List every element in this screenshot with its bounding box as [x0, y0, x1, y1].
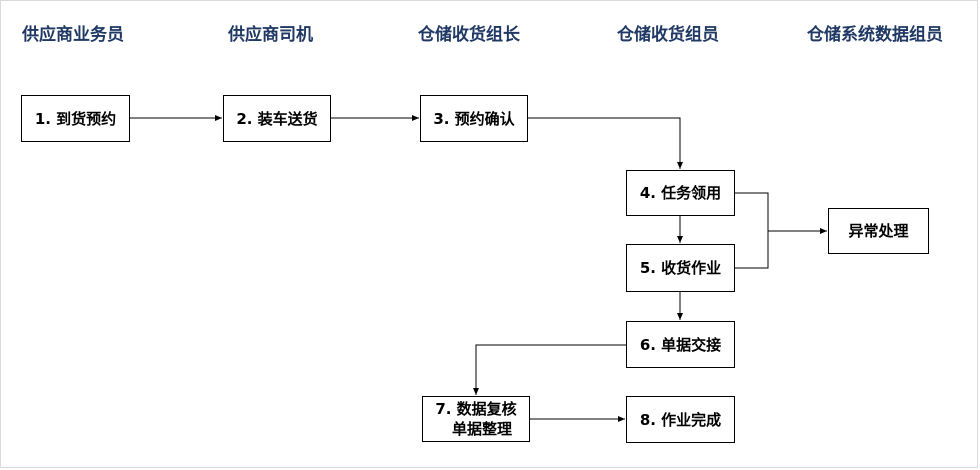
node-load-deliver: 2. 装车送货 — [223, 95, 331, 142]
node-arrival-booking: 1. 到货预约 — [21, 95, 130, 142]
node-data-review-line1: 7. 数据复核 — [435, 400, 517, 418]
edge-4-to-exception — [735, 192, 769, 269]
node-exception: 异常处理 — [828, 208, 929, 254]
lane-header-supplier-sales: 供应商业务员 — [22, 25, 124, 45]
lane-header-warehouse-data: 仓储系统数据组员 — [807, 25, 943, 45]
node-receiving: 5. 收货作业 — [626, 244, 735, 292]
node-booking-confirm: 3. 预约确认 — [420, 95, 528, 142]
lane-header-supplier-driver: 供应商司机 — [228, 25, 313, 45]
node-doc-handover: 6. 单据交接 — [626, 321, 735, 368]
edge-3-to-4 — [528, 117, 683, 169]
node-data-review: 7. 数据复核 单据整理 — [422, 396, 530, 442]
node-task-claim: 4. 任务领用 — [626, 170, 735, 216]
node-data-review-line2: 单据整理 — [451, 420, 512, 438]
lane-header-warehouse-leader: 仓储收货组长 — [418, 25, 520, 45]
lane-header-warehouse-member: 仓储收货组员 — [617, 25, 719, 45]
edge-6-to-7 — [473, 344, 626, 395]
node-complete: 8. 作业完成 — [626, 396, 735, 443]
